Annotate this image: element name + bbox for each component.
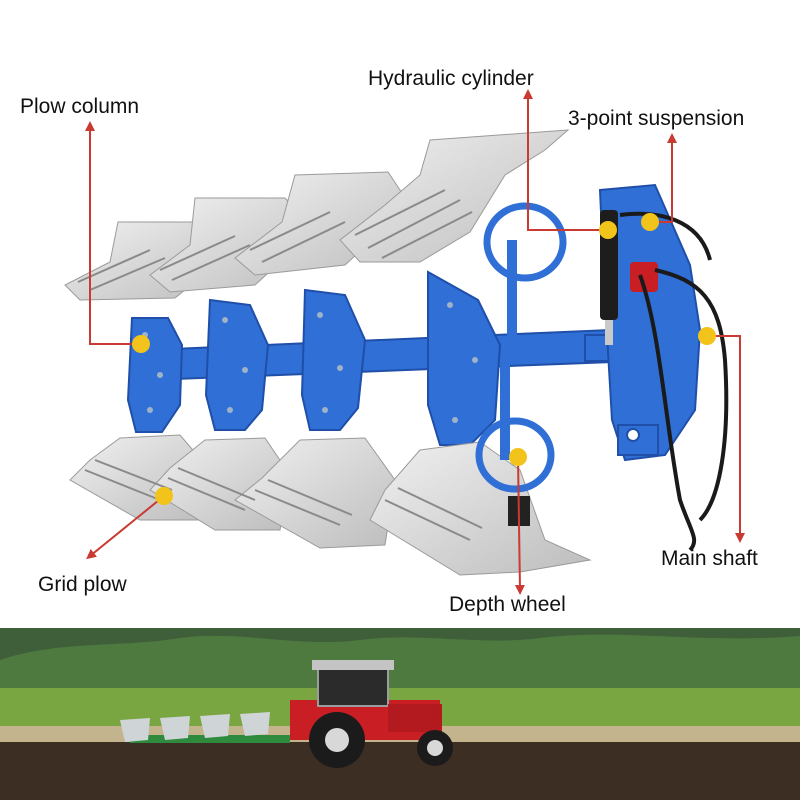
field-scene <box>0 628 800 800</box>
leader-hydraulic-cylinder <box>523 89 608 231</box>
marker-plow-column <box>132 335 150 353</box>
mounted-plow <box>120 712 290 743</box>
lower-grid-slots <box>84 459 483 541</box>
leader-depth-wheel <box>514 456 525 595</box>
marker-3-point-suspension <box>641 213 659 231</box>
marker-hydraulic-cylinder <box>599 221 617 239</box>
upper-grid-slots <box>77 189 473 291</box>
label-3-point-suspension: 3-point suspension <box>568 107 745 130</box>
lower-moldboard-plates <box>69 434 592 576</box>
marker-grid-plow <box>155 487 173 505</box>
upper-moldboard-plates <box>64 129 570 301</box>
label-plow-column: Plow column <box>20 95 140 118</box>
plow-columns <box>126 270 502 446</box>
column-bolts <box>142 302 478 423</box>
marker-depth-wheel <box>509 448 527 466</box>
tractor <box>290 660 453 768</box>
headstock <box>598 183 702 462</box>
label-hydraulic-cylinder: Hydraulic cylinder <box>368 67 534 90</box>
hydraulic-hoses <box>619 211 729 552</box>
depth-wheel-upper <box>483 202 567 340</box>
marker-main-shaft <box>698 327 716 345</box>
leader-main-shaft <box>707 335 745 543</box>
depth-wheel-lower <box>475 365 555 526</box>
plow-illustration <box>64 129 729 576</box>
label-grid-plow: Grid plow <box>38 573 127 596</box>
callout-markers <box>132 213 716 505</box>
label-depth-wheel: Depth wheel <box>449 593 566 616</box>
leader-grid-plow <box>86 495 165 560</box>
label-main-shaft: Main shaft <box>661 547 758 570</box>
leader-plow-column <box>85 121 141 345</box>
